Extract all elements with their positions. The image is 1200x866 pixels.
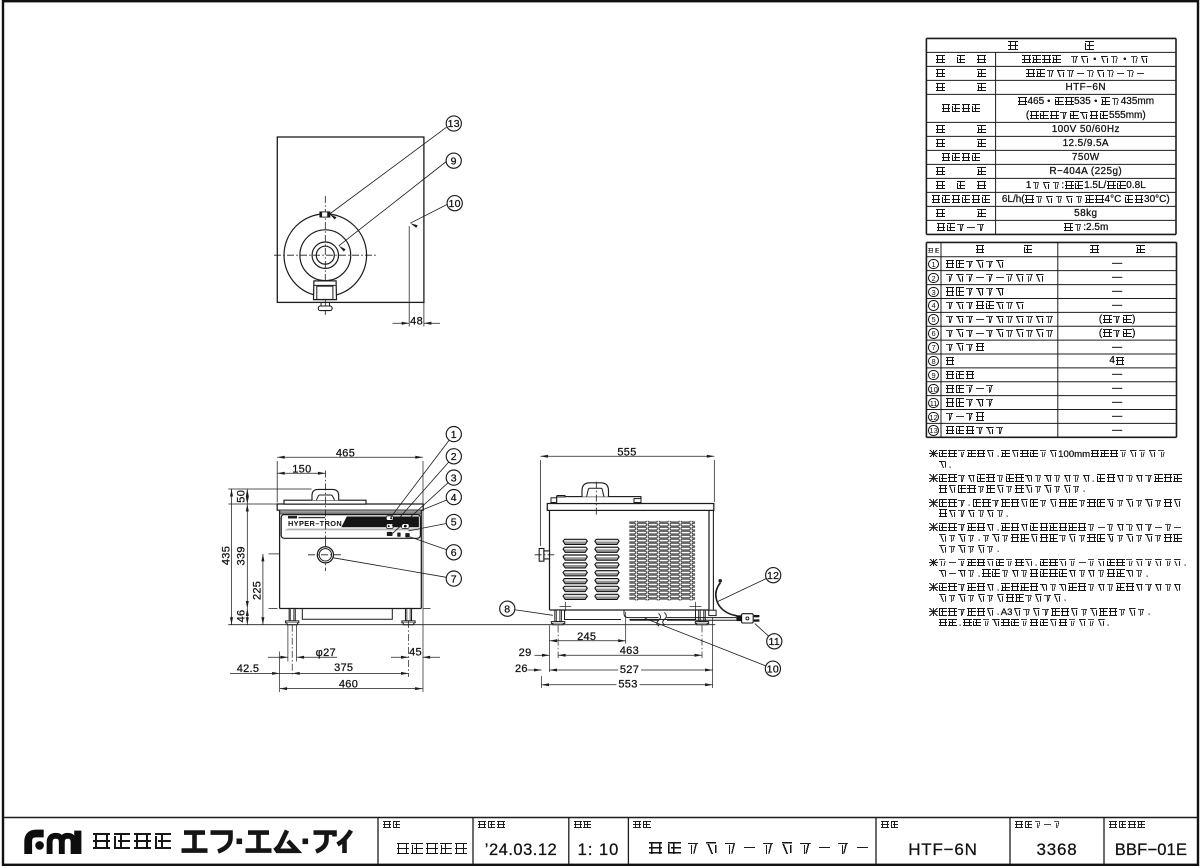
svg-text:9: 9 <box>451 155 457 167</box>
svg-text:48: 48 <box>410 316 423 328</box>
svg-text:26: 26 <box>515 663 528 675</box>
svg-text:553: 553 <box>618 679 637 691</box>
svg-text:463: 463 <box>620 645 639 657</box>
svg-text:7: 7 <box>451 573 457 585</box>
svg-text:8: 8 <box>504 603 510 615</box>
svg-text:12: 12 <box>767 570 779 582</box>
svg-text:465: 465 <box>336 447 355 459</box>
svg-text:225: 225 <box>252 581 264 600</box>
svg-text:φ27: φ27 <box>316 647 336 659</box>
svg-text:150: 150 <box>292 463 311 475</box>
svg-text:460: 460 <box>339 678 358 690</box>
svg-text:1: 1 <box>451 429 457 441</box>
svg-text:435: 435 <box>221 546 233 565</box>
svg-text:29: 29 <box>519 647 532 659</box>
svg-text:339: 339 <box>235 546 247 565</box>
svg-text:42.5: 42.5 <box>237 663 260 675</box>
svg-text:555: 555 <box>617 446 636 458</box>
svg-text:13: 13 <box>448 118 460 130</box>
svg-text:50: 50 <box>235 490 247 503</box>
svg-text:45: 45 <box>409 647 422 659</box>
svg-text:10: 10 <box>767 663 779 675</box>
svg-text:4: 4 <box>451 492 457 504</box>
svg-text:6: 6 <box>451 547 457 559</box>
svg-text:375: 375 <box>334 662 353 674</box>
svg-text:11: 11 <box>769 636 781 648</box>
svg-text:245: 245 <box>577 631 596 643</box>
svg-text:HYPER–TRON: HYPER–TRON <box>288 519 342 528</box>
svg-text:3: 3 <box>451 472 457 484</box>
svg-text:2: 2 <box>451 451 457 463</box>
svg-text:5: 5 <box>451 517 457 529</box>
svg-text:527: 527 <box>620 664 639 676</box>
svg-text:10: 10 <box>449 198 461 210</box>
svg-text:46: 46 <box>235 610 247 623</box>
